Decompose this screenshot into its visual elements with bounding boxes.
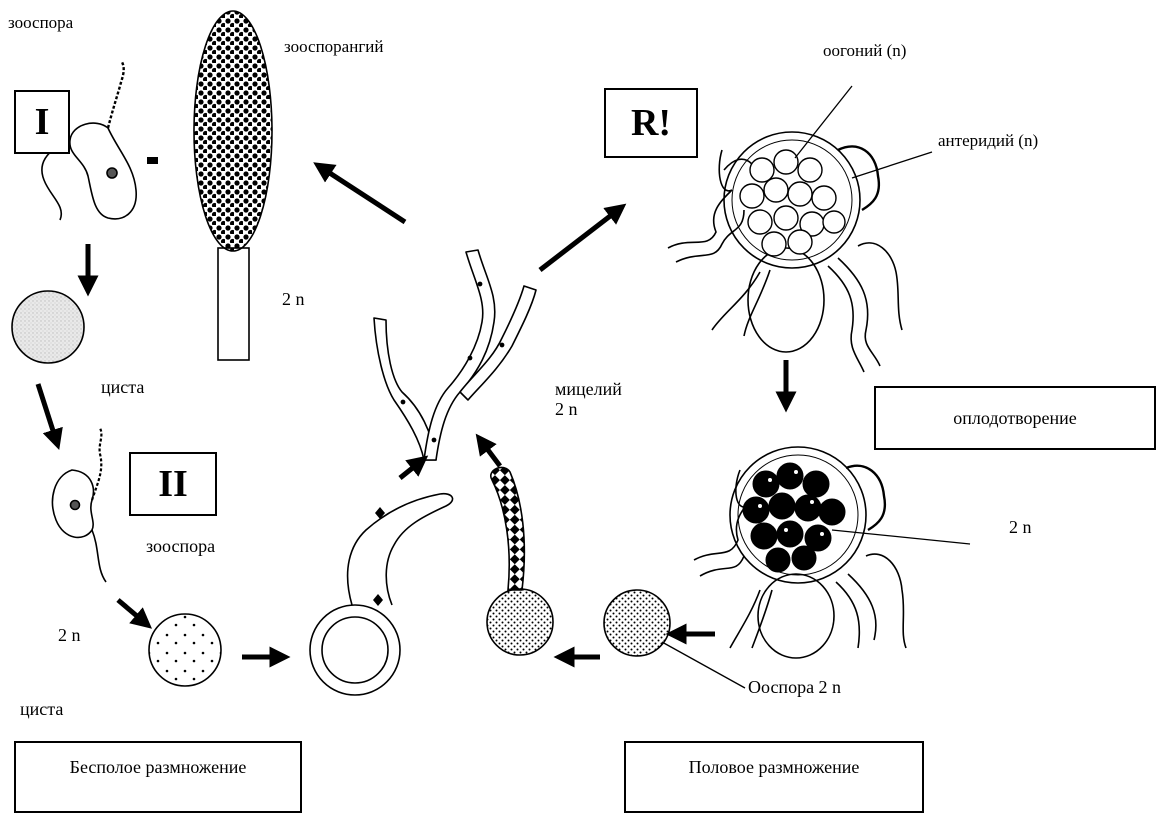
two-n-sporangium-label: 2 n	[282, 290, 305, 310]
zoospore-top-label: зооспора	[8, 14, 73, 33]
asexual-reproduction-box: Бесполое размножение	[14, 741, 302, 813]
zoosporangium-label: зооспорангий	[284, 38, 384, 57]
mycelium-drawing	[374, 250, 536, 460]
roman-two-box: II	[129, 452, 217, 516]
mycelium-label: мицелий 2 n	[555, 380, 622, 420]
arrow-germtube-to-mycelium	[400, 462, 420, 478]
oogonium-drawing	[668, 132, 902, 372]
zoosporangium-drawing	[194, 11, 272, 360]
arrow-to-oogonium	[540, 210, 618, 270]
zoospore-mid-label: зооспора	[146, 537, 215, 557]
germinating-oospore-drawing	[487, 467, 553, 655]
arrow-oospore-germ-to-mycelium	[482, 442, 500, 466]
arrow-to-zoosporangium	[322, 168, 405, 222]
zoospore-mid-drawing	[53, 428, 106, 582]
two-n-cyst-label: 2 n	[58, 626, 81, 646]
fertilized-oogonium-drawing	[694, 447, 906, 658]
cyst-bottom-drawing	[149, 614, 221, 686]
roman-one-box: I	[14, 90, 70, 154]
oospore-drawing	[604, 590, 670, 656]
cyst-top-label: циста	[101, 378, 144, 398]
cyst-bottom-label: циста	[20, 700, 63, 720]
arrow-cyst-to-zoospore	[38, 384, 56, 440]
cyst-top-drawing	[12, 291, 84, 363]
sexual-reproduction-box: Половое размножение	[624, 741, 924, 813]
arrow-zoospore-to-cyst-2	[118, 600, 144, 622]
oogonium-label: оогоний (n)	[823, 42, 906, 61]
r-mark-box: R!	[604, 88, 698, 158]
oospore-leader-line	[662, 642, 745, 688]
antheridium-label: антеридий (n)	[938, 132, 1038, 151]
dash-mark	[147, 157, 158, 164]
zygote-leader-line	[832, 530, 970, 544]
oospore-label: Ооспора 2 n	[748, 678, 841, 698]
two-n-zygote-label: 2 n	[1009, 518, 1032, 538]
fertilization-box: оплодотворение	[874, 386, 1156, 450]
germinating-cyst-drawing	[310, 494, 453, 695]
antheridium-leader-line	[852, 152, 932, 178]
